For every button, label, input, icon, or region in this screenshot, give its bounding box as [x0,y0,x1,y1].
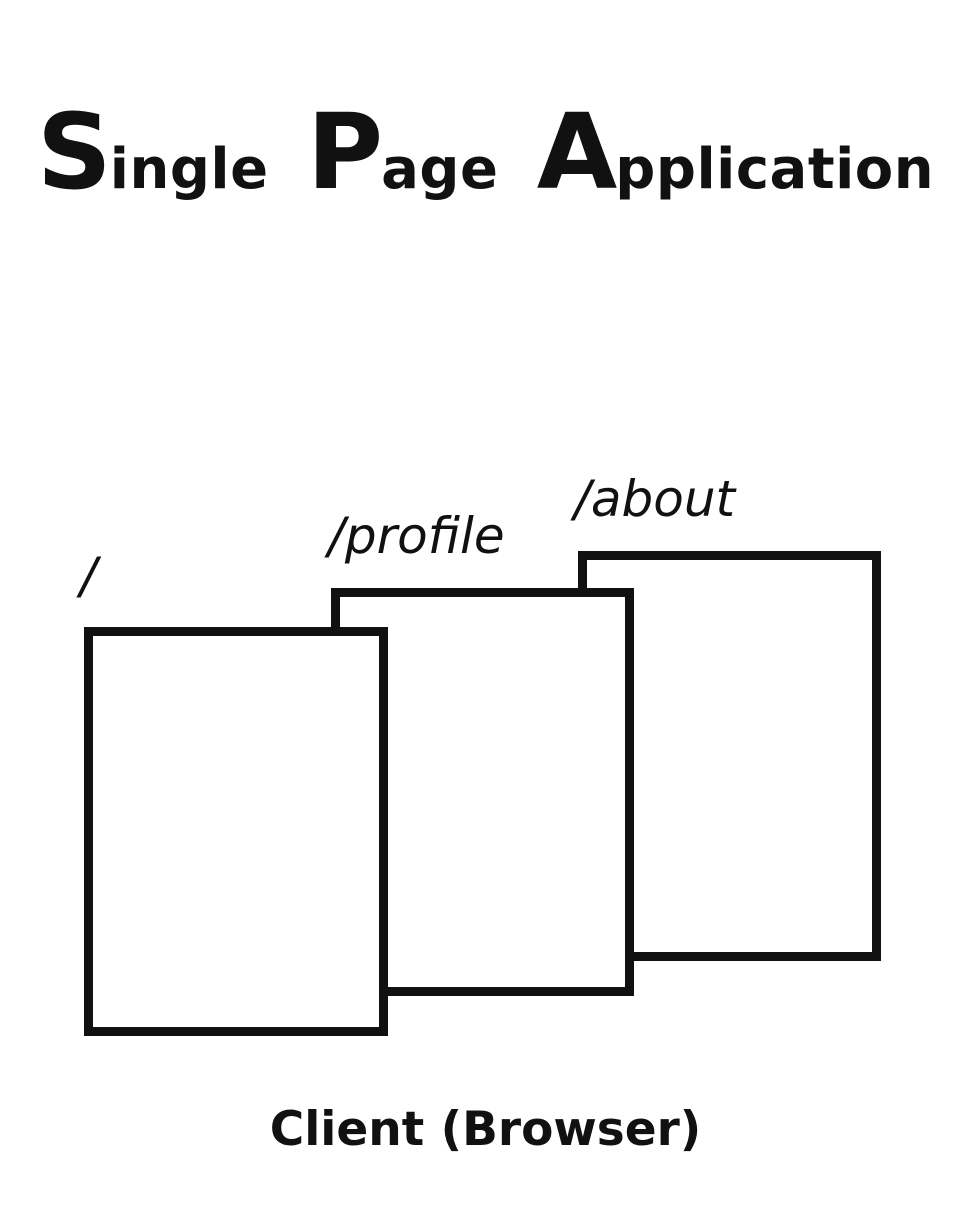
title-initial: S [36,91,112,213]
title-word-single: Single [37,92,269,230]
title-word-rest: age [381,137,499,202]
title-word-application: Application [537,92,934,230]
page-box-root [84,627,388,1036]
route-label-profile: /profile [328,507,505,565]
client-caption: Client (Browser) [269,1102,702,1157]
title-word-page: Page [307,92,499,230]
title-initial: A [536,91,617,213]
title-initial: P [306,91,383,213]
route-label-root: / [80,547,97,605]
route-label-about: /about [574,470,736,528]
title-word-rest: pplication [615,137,935,202]
diagram-title: Single Page Application [0,92,971,230]
title-word-rest: ingle [109,137,269,202]
